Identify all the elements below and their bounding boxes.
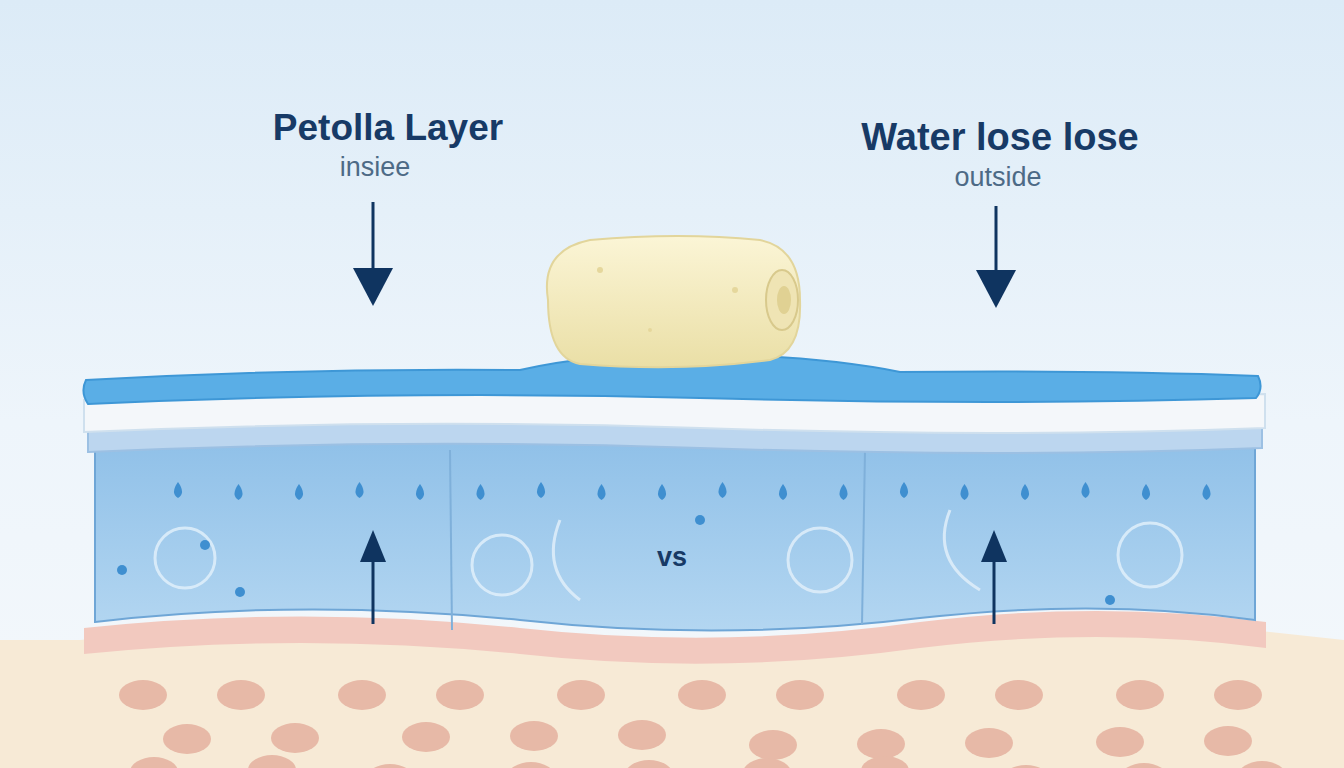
versus-label: vs bbox=[657, 542, 687, 573]
petrolatum-blob bbox=[547, 236, 800, 367]
epidermis bbox=[95, 436, 1255, 631]
heading-label: Petolla Layer bbox=[273, 107, 503, 150]
arrows bbox=[353, 202, 1016, 624]
sub-label: insiee bbox=[340, 152, 411, 183]
heading-label: Water lose lose bbox=[861, 116, 1138, 160]
sub-label: outside bbox=[954, 162, 1041, 193]
